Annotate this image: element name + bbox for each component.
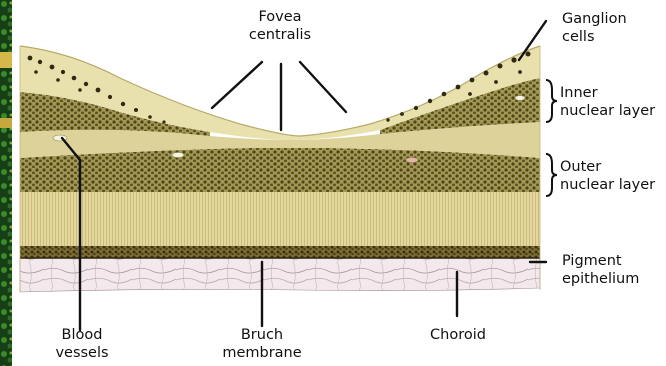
fovea-leader-right <box>300 62 346 112</box>
fovea-label-line1: Fovea <box>240 8 320 26</box>
outer-label-line2: nuclear layer <box>560 176 655 194</box>
ganglion-label-line2: cells <box>562 28 627 46</box>
inner-label-line2: nuclear layer <box>560 102 655 120</box>
pigment-label-line1: Pigment <box>562 252 639 270</box>
pigment-label-line2: epithelium <box>562 270 639 288</box>
choroid-label-text: Choroid <box>416 326 500 344</box>
fovea-leader-left <box>212 62 262 108</box>
blood-label-line1: Blood <box>44 326 120 344</box>
inner-nuclear-layer-label: Inner nuclear layer <box>560 84 655 120</box>
ganglion-label-line1: Ganglion <box>562 10 627 28</box>
fovea-label-line2: centralis <box>240 26 320 44</box>
ganglion-cells-label: Ganglion cells <box>562 10 627 46</box>
choroid-label: Choroid <box>416 326 500 344</box>
outer-nuclear-brace <box>546 154 557 196</box>
bruch-membrane-label: Bruch membrane <box>210 326 314 362</box>
bruch-label-line2: membrane <box>210 344 314 362</box>
bruch-label-line1: Bruch <box>210 326 314 344</box>
choroid-layer <box>20 258 540 292</box>
pigment-epithelium-label: Pigment epithelium <box>562 252 639 288</box>
inner-label-line1: Inner <box>560 84 655 102</box>
blood-vessels-label: Blood vessels <box>44 326 120 362</box>
inner-nuclear-brace <box>546 80 557 122</box>
outer-nuclear-layer-label: Outer nuclear layer <box>560 158 655 194</box>
blood-label-line2: vessels <box>44 344 120 362</box>
fovea-centralis-label: Fovea centralis <box>240 8 320 44</box>
photoreceptor-layer <box>20 190 540 246</box>
outer-label-line1: Outer <box>560 158 655 176</box>
pigment-epithelium-band <box>20 246 540 258</box>
outer-nuclear-band <box>20 148 540 192</box>
